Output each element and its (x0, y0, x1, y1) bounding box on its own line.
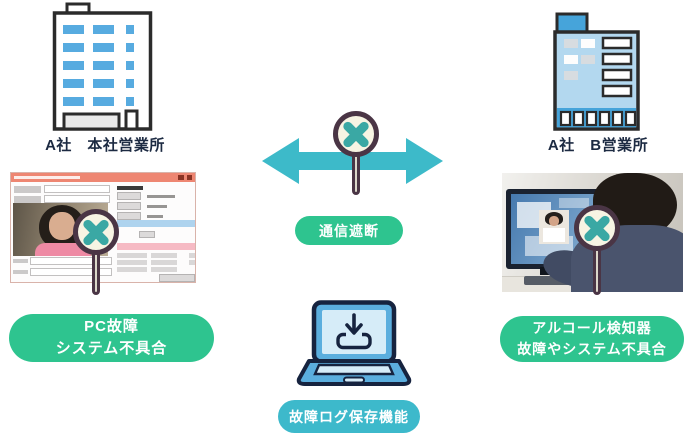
form-label-placeholder (14, 186, 41, 193)
badge-text-line1: アルコール検知器 (532, 320, 652, 336)
table-cell-placeholder (117, 253, 147, 258)
app-title-placeholder (14, 176, 80, 179)
table-cell-placeholder (151, 253, 177, 258)
building-icon (52, 2, 153, 131)
badge-text: 通信遮断 (319, 222, 379, 239)
app-button-placeholder (117, 212, 141, 220)
form-label-placeholder (13, 259, 28, 263)
form-label-placeholder (14, 196, 41, 203)
cross-circle-icon (73, 209, 119, 255)
blue-section-bar (117, 220, 195, 227)
form-label-placeholder (13, 270, 28, 274)
badge-text: 故障ログ保存機能 (289, 408, 409, 425)
caller-face (549, 216, 559, 226)
table-cell-placeholder (189, 260, 195, 265)
app-titlebar (11, 173, 195, 182)
laptop-download-icon (295, 300, 413, 392)
form-field-placeholder (44, 185, 110, 193)
app-button-placeholder (117, 202, 141, 210)
table-cell-placeholder (117, 267, 147, 272)
app-button-placeholder (159, 274, 195, 282)
app-button-placeholder (139, 231, 155, 238)
building-icon (553, 12, 640, 131)
badge-text-line2: 故障やシステム不具合 (517, 341, 667, 357)
log-saving-badge: 故障ログ保存機能 (278, 400, 420, 433)
cross-circle-icon (574, 205, 620, 251)
value-placeholder (147, 215, 163, 218)
sign-handle (593, 245, 601, 295)
pink-section-bar (117, 243, 195, 250)
prohibition-sign-icon (328, 111, 384, 195)
detector-failure-badge: アルコール検知器 故障やシステム不具合 (500, 316, 684, 362)
prohibition-sign-icon (68, 209, 124, 295)
sign-handle (92, 249, 100, 295)
caller-paper (543, 228, 565, 242)
table-cell-placeholder (189, 253, 195, 258)
section-header-placeholder (117, 186, 143, 190)
form-field-placeholder (30, 268, 112, 276)
form-field-placeholder (30, 257, 112, 265)
value-placeholder (147, 205, 167, 208)
table-cell-placeholder (117, 260, 147, 265)
app-button-placeholder (117, 192, 141, 200)
sign-handle (352, 151, 360, 195)
prohibition-sign-icon (569, 205, 625, 295)
head-office-building-icon (50, 1, 155, 133)
branch-office-label: A社 B営業所 (547, 137, 649, 154)
form-field-placeholder (44, 195, 110, 203)
badge-text-line1: PC故障 (84, 318, 139, 336)
pc-failure-badge: PC故障 システム不具合 (9, 314, 214, 362)
subject-face (49, 212, 75, 240)
communication-block-badge: 通信遮断 (295, 216, 403, 245)
table-cell-placeholder (151, 267, 177, 272)
keyboard (524, 276, 582, 285)
window-controls-icon (178, 175, 192, 180)
badge-text-line2: システム不具合 (55, 340, 168, 357)
video-call-thumbnail (539, 210, 569, 244)
value-placeholder (147, 195, 175, 198)
branch-office-building-icon (551, 12, 641, 132)
cross-circle-icon (333, 111, 379, 157)
table-cell-placeholder (151, 260, 177, 265)
head-office-label: A社 本社営業所 (45, 137, 165, 154)
screen-window (559, 198, 589, 208)
